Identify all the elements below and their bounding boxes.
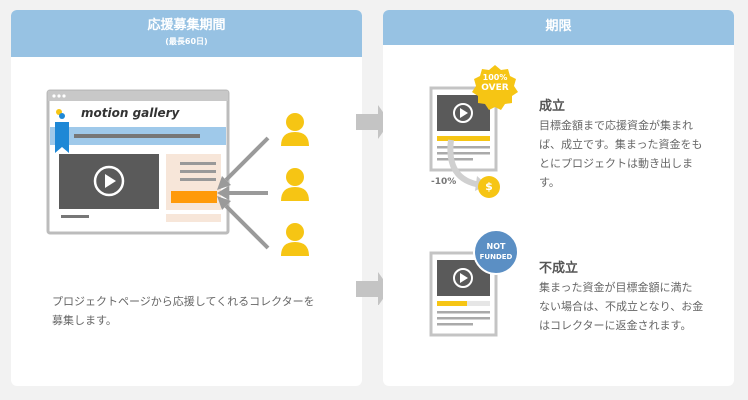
failure-description: 集まった資金が目標金額に満た ない場合は、不成立となり、お金 はコレクターに返金… — [539, 281, 704, 332]
failure-title: 不成立 — [539, 261, 579, 276]
success-title: 成立 — [539, 99, 566, 114]
support-button — [171, 191, 217, 203]
dollar-coin-icon — [478, 176, 500, 198]
outcome-illustrations — [429, 65, 519, 337]
collection-description: プロジェクトページから応援してくれるコレクターを 募集します。 — [52, 295, 315, 327]
bookmark-icon — [55, 122, 69, 153]
support-arrows — [217, 136, 270, 250]
collection-period-title: 応援募集期間 — [147, 18, 226, 33]
failure-badge — [473, 229, 519, 275]
deadline-header: 期限 — [383, 10, 734, 45]
collection-period-subtitle: (最長60日) — [165, 37, 208, 46]
coin-symbol: $ — [485, 180, 493, 193]
deadline-title: 期限 — [545, 19, 572, 34]
user-icons — [281, 113, 309, 256]
flow-arrows — [356, 105, 390, 305]
deadline-panel: 期限 — [383, 10, 734, 386]
arrow-right-icon — [356, 272, 390, 305]
browser-logo-text: motion gallery — [81, 106, 180, 120]
success-badge-text: 100% OVER — [481, 73, 509, 93]
collection-period-header: 応援募集期間 (最長60日) — [11, 10, 362, 57]
project-page-illustration — [46, 89, 309, 256]
success-description: 目標金額まで応援資金が集まれ ば、成立です。集まった資金をも とにプロジェクトは… — [539, 119, 703, 189]
fee-label: -10% — [431, 177, 457, 187]
play-icon — [93, 165, 125, 197]
arrow-right-icon — [356, 105, 390, 139]
user-icon — [281, 223, 309, 256]
user-icon — [281, 113, 309, 146]
success-badge — [472, 65, 518, 110]
user-icon — [281, 168, 309, 201]
play-icon — [453, 103, 473, 123]
fee-arrow — [447, 139, 482, 188]
play-icon — [453, 268, 473, 288]
failure-badge-text: NOT FUNDED — [479, 242, 513, 261]
browser-title-bar — [48, 91, 228, 101]
collection-period-panel: 応援募集期間 (最長60日) — [11, 10, 362, 386]
